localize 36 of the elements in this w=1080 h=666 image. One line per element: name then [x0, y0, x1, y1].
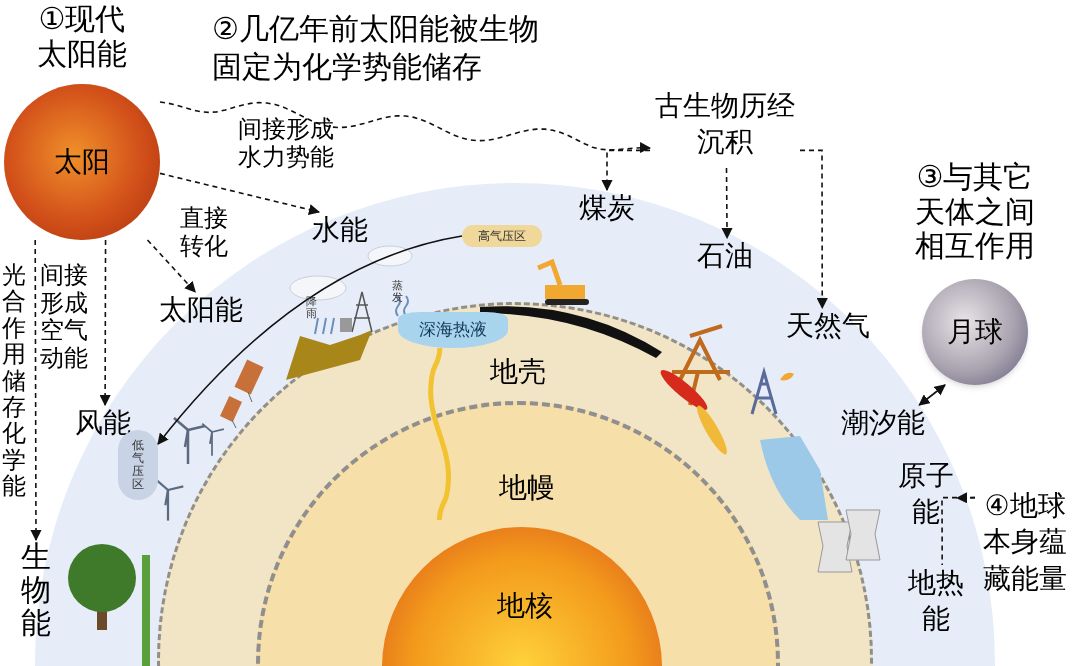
energy-label: 太阳能: [158, 292, 243, 328]
edge-label: ②几亿年前太阳能被生物固定为化学势能储存: [212, 10, 540, 85]
dashed-arrow: [30, 239, 42, 542]
dashed-arrow: [159, 172, 321, 216]
arrow: [918, 384, 946, 406]
small-label: 降雨: [306, 296, 317, 321]
edge-label: 间接形成空气动能: [40, 262, 89, 373]
layer-label: 地核: [497, 588, 553, 624]
energy-label: 古生物历经沉积: [654, 88, 796, 161]
energy-label: 地热能: [907, 565, 965, 638]
energy-label: 生物能: [21, 540, 51, 642]
magma-channel: [428, 347, 451, 521]
energy-label: 潮汐能: [840, 405, 925, 441]
small-label: 蒸发: [392, 280, 403, 305]
energy-label: 原子能: [897, 458, 955, 531]
dashed-arrow: [799, 149, 828, 310]
layer-label: 地幔: [499, 470, 555, 506]
edge-label: 间接形成水力势能: [238, 116, 335, 172]
layer-label: 地壳: [490, 354, 546, 390]
energy-label: 煤炭: [579, 190, 635, 226]
edge-label: 直接转化: [180, 205, 229, 261]
dashed-arrow: [721, 167, 733, 240]
heading-text: ①现代太阳能: [36, 2, 128, 71]
energy-label: ④地球本身蕴藏能量: [982, 488, 1068, 597]
arrow: [157, 235, 463, 445]
energy-label: 水能: [312, 212, 368, 248]
dashed-arrow: [146, 239, 197, 293]
edge-label: 光合作用储存化学能: [2, 262, 26, 500]
dashed-arrow: [601, 149, 651, 192]
energy-label: 天然气: [785, 308, 870, 344]
dashed-arrow: [159, 101, 652, 154]
dashed-arrow: [99, 239, 111, 407]
body-label: 太阳: [54, 144, 110, 180]
body-label: 月球: [947, 314, 1003, 350]
energy-label: 石油: [697, 238, 753, 274]
heading-text: ③与其它天体之间相互作用: [914, 160, 1036, 264]
